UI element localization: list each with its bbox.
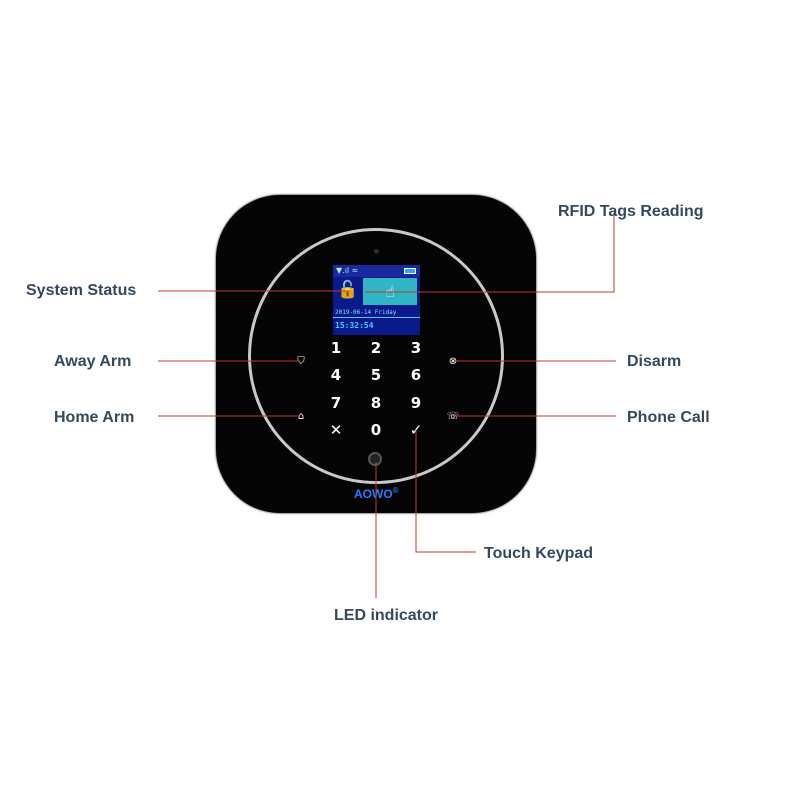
screen-time: 15:32:54	[335, 321, 374, 330]
key-7[interactable]: 7	[330, 394, 342, 412]
label-disarm: Disarm	[627, 353, 682, 370]
unlock-icon: 🔓	[337, 280, 359, 300]
signal-icon: ▼.ıl ≈	[336, 266, 359, 275]
key-3[interactable]: 3	[410, 339, 422, 357]
label-rfid-tags-reading: RFID Tags Reading	[558, 203, 704, 220]
away-arm-icon[interactable]: ⛉	[297, 356, 305, 367]
phone-call-icon[interactable]: ☏	[446, 411, 460, 422]
key-2[interactable]: 2	[370, 339, 382, 357]
led-indicator-light	[368, 452, 382, 466]
label-phone-call: Phone Call	[627, 409, 710, 426]
battery-icon	[404, 268, 416, 274]
label-system-status: System Status	[26, 282, 137, 299]
label-away-arm: Away Arm	[54, 353, 132, 370]
label-led-indicator: LED indicator	[334, 607, 439, 624]
label-home-arm: Home Arm	[54, 409, 135, 426]
key-4[interactable]: 4	[330, 366, 342, 384]
rfid-hand-icon: ☝	[363, 278, 417, 305]
key-9[interactable]: 9	[410, 394, 422, 412]
brand-logo: AOWO®	[354, 486, 399, 501]
key-confirm[interactable]: ✓	[409, 421, 423, 439]
key-0[interactable]: 0	[370, 421, 382, 439]
lcd-screen: ▼.ıl ≈ 🔓 ☝ 2019-06-14 Friday 15:32:54	[333, 265, 420, 335]
key-8[interactable]: 8	[370, 394, 382, 412]
key-cancel[interactable]: ✕	[329, 421, 343, 439]
screen-divider	[333, 317, 420, 318]
label-touch-keypad: Touch Keypad	[484, 545, 594, 562]
screen-date: 2019-06-14 Friday	[335, 309, 397, 316]
key-5[interactable]: 5	[370, 366, 382, 384]
home-arm-icon[interactable]: ⌂	[297, 411, 305, 422]
key-1[interactable]: 1	[330, 339, 342, 357]
disarm-icon[interactable]: ⊗	[448, 356, 458, 367]
key-6[interactable]: 6	[410, 366, 422, 384]
camera-lens	[374, 249, 379, 254]
